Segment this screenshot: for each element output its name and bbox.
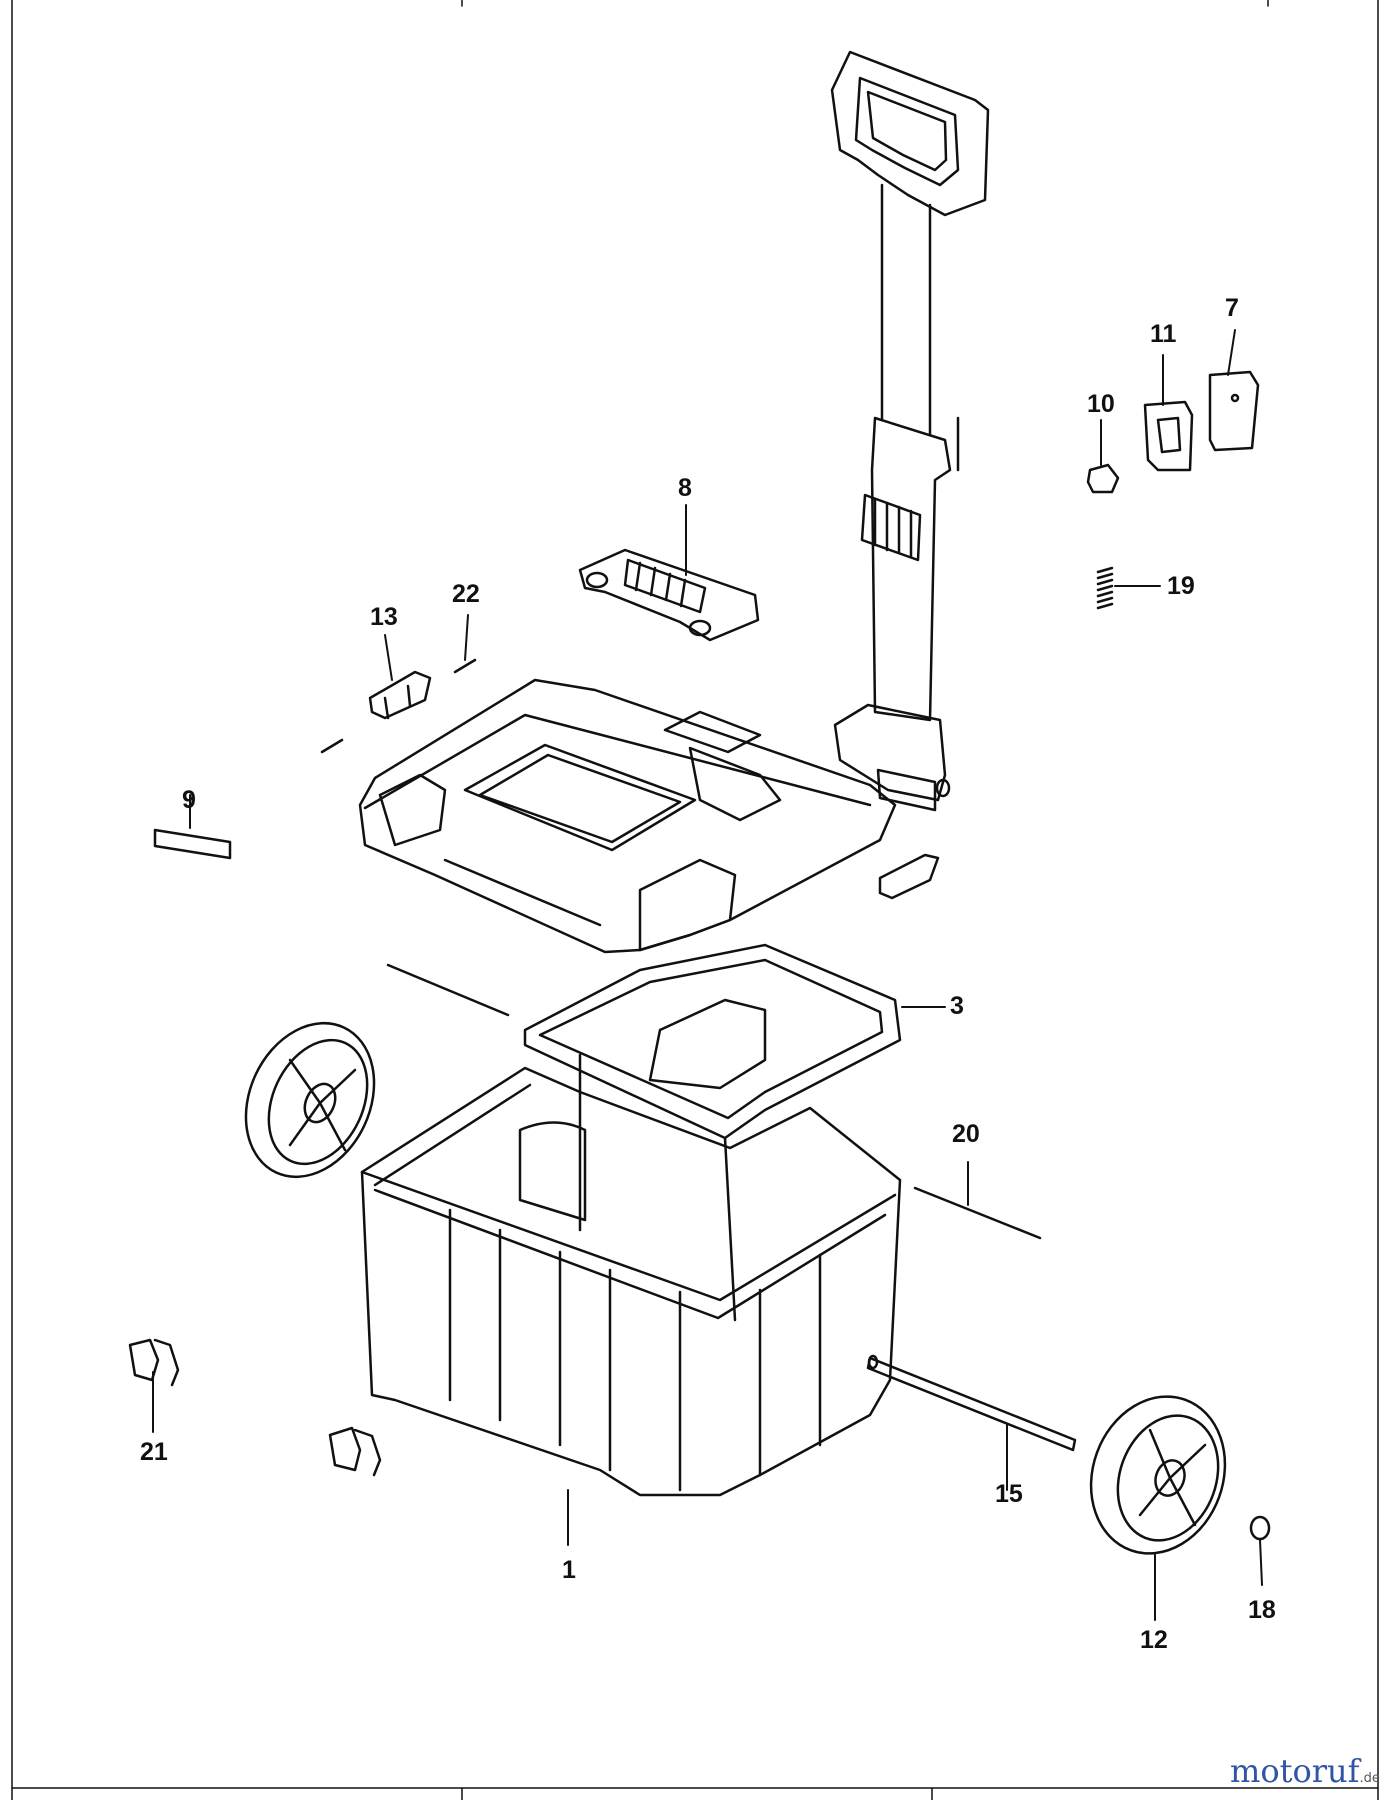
latch-part-10 bbox=[1086, 463, 1120, 494]
callout-20: 20 bbox=[952, 1120, 980, 1148]
spring-part-19 bbox=[1096, 566, 1114, 610]
callout-13: 13 bbox=[370, 603, 398, 631]
axle-part-15 bbox=[866, 1354, 1077, 1452]
callout-12: 12 bbox=[1140, 1626, 1168, 1654]
label-plate-part-9 bbox=[153, 828, 232, 860]
handle-latch-part-8 bbox=[578, 548, 760, 642]
leader-lines bbox=[152, 329, 1263, 1621]
wheel-right-part-12 bbox=[1089, 1395, 1227, 1555]
callout-15: 15 bbox=[995, 1480, 1023, 1508]
callout-10: 10 bbox=[1087, 390, 1115, 418]
callout-19: 19 bbox=[1167, 572, 1195, 600]
clip-part-21-upper bbox=[128, 1338, 180, 1387]
watermark-logo: motoruf.de bbox=[1230, 1752, 1380, 1790]
inner-tray-part-3 bbox=[523, 943, 902, 1322]
callout-11: 11 bbox=[1150, 320, 1177, 348]
callout-3: 3 bbox=[950, 992, 964, 1020]
lid-assembly bbox=[358, 678, 897, 954]
hinge-part-13 bbox=[368, 670, 432, 720]
cover-part-7 bbox=[1208, 370, 1260, 452]
watermark-text: motoruf bbox=[1230, 1752, 1360, 1790]
callout-7: 7 bbox=[1225, 294, 1239, 322]
callout-22: 22 bbox=[452, 580, 480, 608]
wheel-left bbox=[244, 1021, 376, 1179]
page-frame bbox=[11, 0, 1379, 1800]
watermark-suffix: .de bbox=[1359, 1771, 1380, 1786]
main-bin-part-1 bbox=[360, 1066, 902, 1497]
callout-9: 9 bbox=[182, 786, 196, 814]
pin-part-22 bbox=[320, 658, 477, 754]
cap-part-18 bbox=[1249, 1515, 1271, 1541]
callout-18: 18 bbox=[1248, 1596, 1276, 1624]
callout-21: 21 bbox=[140, 1438, 168, 1466]
clip-part-21-lower bbox=[328, 1426, 382, 1477]
callout-8: 8 bbox=[678, 474, 692, 502]
telescopic-handle bbox=[830, 50, 990, 812]
callout-1: 1 bbox=[562, 1556, 576, 1584]
rod-part-20 bbox=[386, 963, 1042, 1240]
hinge-right bbox=[878, 853, 940, 900]
latch-body-part-11 bbox=[1143, 400, 1194, 472]
